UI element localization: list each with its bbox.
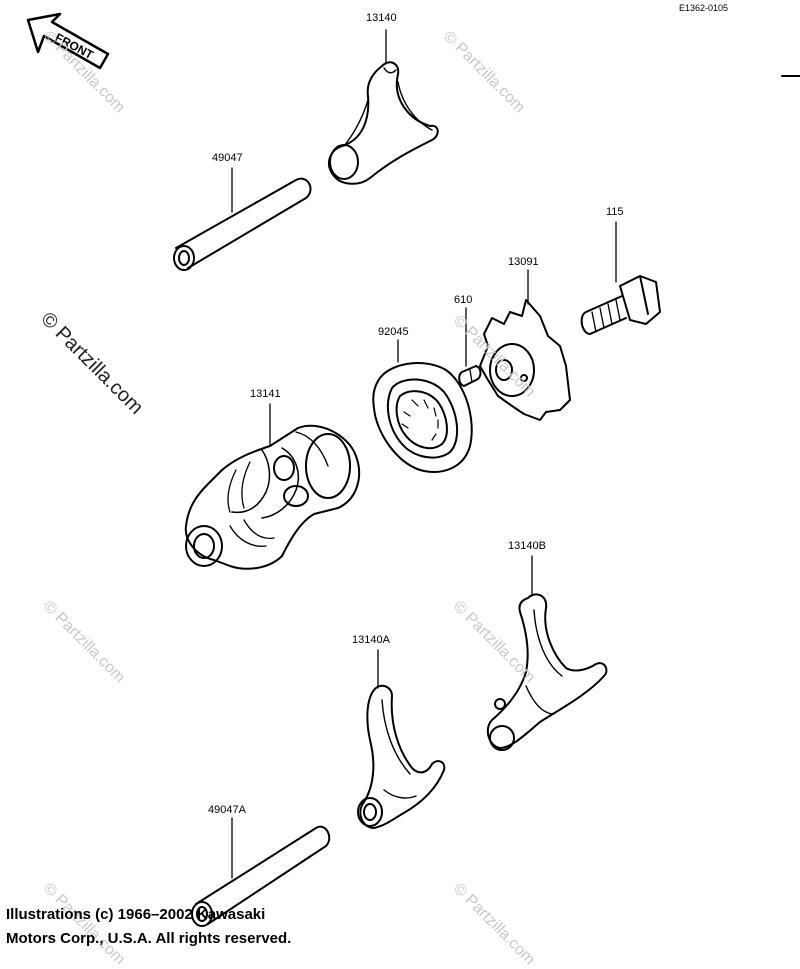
diagram-code: E1362-0105	[678, 3, 728, 13]
part-label-13140A: 13140A	[352, 634, 390, 646]
gear-13091	[479, 299, 571, 421]
shaft-49047A	[191, 825, 331, 927]
shift-fork-13140A	[357, 684, 446, 829]
part-label-115: 115	[606, 206, 624, 218]
copyright-line-1: Illustrations (c) 1966–2002 Kawasaki	[6, 906, 266, 923]
part-label-13141: 13141	[250, 388, 281, 400]
part-label-610: 610	[454, 294, 473, 306]
part-label-13140: 13140	[366, 12, 397, 24]
pin-610	[458, 365, 482, 387]
part-label-13091: 13091	[508, 256, 539, 268]
part-label-92045: 92045	[378, 326, 409, 338]
bolt-115	[580, 275, 661, 335]
shift-drum-13141	[184, 424, 361, 570]
part-label-49047: 49047	[212, 152, 243, 164]
part-label-49047A: 49047A	[208, 804, 246, 816]
copyright-line-2: Motors Corp., U.S.A. All rights reserved…	[6, 930, 292, 947]
shift-fork-13140B	[486, 593, 608, 751]
shaft-49047	[173, 177, 312, 271]
part-label-13140B: 13140B	[508, 540, 546, 552]
shift-fork-13140	[327, 61, 439, 185]
bearing-92045	[372, 362, 473, 473]
